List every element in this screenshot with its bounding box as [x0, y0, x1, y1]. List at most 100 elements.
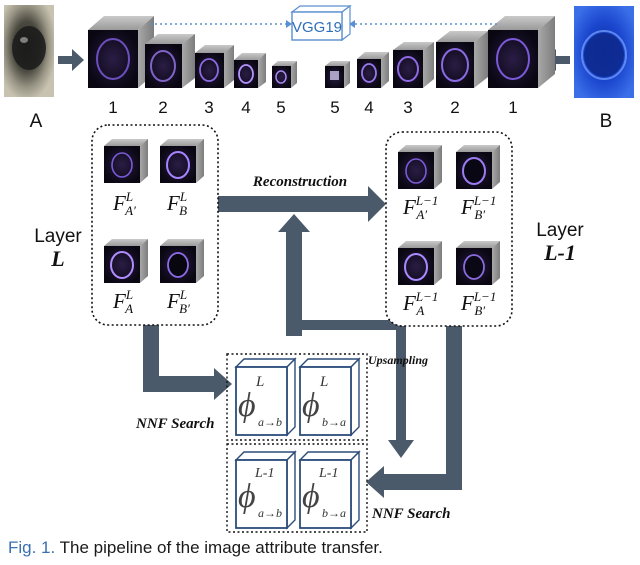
phi-l1-ba-sup: L-1	[318, 466, 338, 481]
nnf-box-l1-ba: ϕ L-1 b→a	[298, 450, 361, 530]
right-cube-2	[436, 31, 488, 88]
svg-text:FLB: FLB	[166, 189, 187, 218]
phi-l-ba-sup: L	[319, 374, 328, 390]
layer-l-word: Layer	[34, 226, 82, 247]
label-fa-l-sub: A	[124, 301, 133, 316]
right-cube-4	[357, 52, 389, 88]
svg-text:FL−1A′: FL−1A′	[402, 193, 438, 222]
pipeline-diagram: VGG19 1 2 3 4 5 5 4 3 2 1 A B	[4, 4, 634, 533]
label-fb-l-base: F	[166, 191, 180, 215]
nnf-box-l-ba: ϕ L b→a	[298, 357, 361, 437]
left-cube-1	[88, 16, 154, 88]
feature-fa-prime-l1	[398, 145, 442, 189]
vgg-connector-left-head	[286, 20, 292, 28]
svg-text:FL−1B′: FL−1B′	[460, 193, 496, 222]
left-cube-2	[145, 34, 195, 88]
feature-fa-l1	[398, 241, 442, 285]
phi-l1-ab-sub: a→b	[258, 506, 282, 520]
nnf-level-l-group: ϕ L a→b ϕ L b→a	[226, 353, 368, 441]
label-fb-prime-l1-bottom-sub: B′	[474, 303, 485, 318]
input-image-b	[574, 6, 634, 98]
upsampling-label: Upsampling	[368, 353, 428, 367]
label-fb-prime-l1-top-sup: L−1	[473, 193, 497, 208]
nnf-search-right-label: NNF Search	[371, 506, 451, 522]
label-fb-prime-l1-bottom-base: F	[460, 291, 474, 315]
feature-fa-l	[104, 239, 148, 283]
nnf-box-l1-ab: ϕ L-1 a→b	[234, 450, 297, 530]
label-fa-l1-sup: L−1	[415, 289, 439, 304]
label-fa-prime-l1-base: F	[402, 195, 416, 219]
phi-l-ab-sub: a→b	[258, 415, 282, 429]
label-fb-prime-l1-bottom-sup: L−1	[473, 289, 497, 304]
upsampling-down-arrow	[388, 320, 414, 458]
phi-l1-ab-symbol: ϕ	[238, 478, 256, 515]
figure-caption: Fig. 1. The pipeline of the image attrib…	[8, 538, 632, 558]
right-cube-3	[393, 42, 434, 88]
phi-l-ba-sub: b→a	[322, 415, 346, 429]
label-fa-l1-base: F	[402, 291, 416, 315]
phi-l1-ba-symbol: ϕ	[302, 478, 320, 515]
left-layer-number-2: 2	[158, 98, 167, 117]
label-fa-prime-l-sup: L	[125, 189, 133, 204]
feature-fb-prime-l1-bottom	[456, 241, 500, 285]
label-fa-prime-l1-sup: L−1	[415, 193, 439, 208]
left-layer-number-4: 4	[241, 98, 250, 117]
feature-fb-prime-l	[160, 239, 204, 283]
svg-text:FLA′: FLA′	[112, 189, 136, 218]
svg-text:FL−1A: FL−1A	[402, 289, 438, 318]
label-fb-prime-l-base: F	[166, 289, 180, 313]
caption-text: The pipeline of the image attribute tran…	[55, 538, 383, 557]
vgg-connector-right-head	[349, 20, 355, 28]
right-layer-number-2: 2	[450, 98, 459, 117]
upsampling-bar	[286, 320, 406, 330]
svg-text:FLB′: FLB′	[166, 287, 190, 316]
label-fb-prime-l-sup: L	[179, 287, 187, 302]
arrow-a-to-network	[58, 49, 84, 71]
vgg19-label: VGG19	[292, 19, 342, 36]
phi-l-ab-sup: L	[255, 374, 264, 390]
vgg19-box: VGG19	[290, 4, 352, 42]
layer-l-name: L	[50, 246, 64, 271]
upsampling-up-arrow	[278, 214, 310, 336]
flow-arrows	[143, 186, 462, 498]
layer-l1-word: Layer	[536, 220, 584, 241]
label-fa-prime-l1-sub: A′	[415, 207, 427, 222]
reconstruction-arrow	[218, 186, 386, 222]
reconstruction-label: Reconstruction	[252, 174, 347, 190]
left-layer-number-3: 3	[204, 98, 213, 117]
left-cube-5	[272, 61, 297, 88]
left-cube-3	[195, 45, 234, 88]
left-cube-4	[234, 53, 266, 88]
label-fa-prime-l-base: F	[112, 191, 126, 215]
nnf-box-l-ab: ϕ L a→b	[234, 357, 297, 437]
right-feature-cubes	[325, 16, 555, 88]
left-layer-number-5: 5	[276, 98, 285, 117]
right-cube-5	[325, 61, 350, 88]
label-fb-l-sub: B	[179, 203, 187, 218]
label-fb-prime-l-sub: B′	[179, 301, 190, 316]
input-b-label: B	[600, 111, 613, 132]
phi-l-ba-symbol: ϕ	[302, 387, 320, 424]
nnf-level-l1-group: ϕ L-1 a→b ϕ L-1 b→a	[226, 443, 368, 533]
phi-l-ab-symbol: ϕ	[238, 387, 256, 424]
left-layer-number-1: 1	[108, 98, 117, 117]
right-layer-number-1: 1	[508, 98, 517, 117]
right-cube-1	[488, 16, 555, 88]
label-fb-l-sup: L	[179, 189, 187, 204]
left-feature-cubes	[88, 16, 297, 88]
layer-l1-name: L-1	[543, 240, 576, 265]
svg-text:FL−1B′: FL−1B′	[460, 289, 496, 318]
label-fa-l1-sub: A	[415, 303, 424, 318]
caption-prefix: Fig. 1.	[8, 538, 56, 557]
label-fb-prime-l1-top-sub: B′	[474, 207, 485, 222]
input-image-a	[4, 5, 54, 97]
phi-l1-ba-sub: b→a	[322, 506, 346, 520]
phi-l1-ab-sup: L-1	[254, 466, 274, 481]
label-fa-l-sup: L	[125, 287, 133, 302]
feature-fa-prime-l	[104, 139, 148, 183]
